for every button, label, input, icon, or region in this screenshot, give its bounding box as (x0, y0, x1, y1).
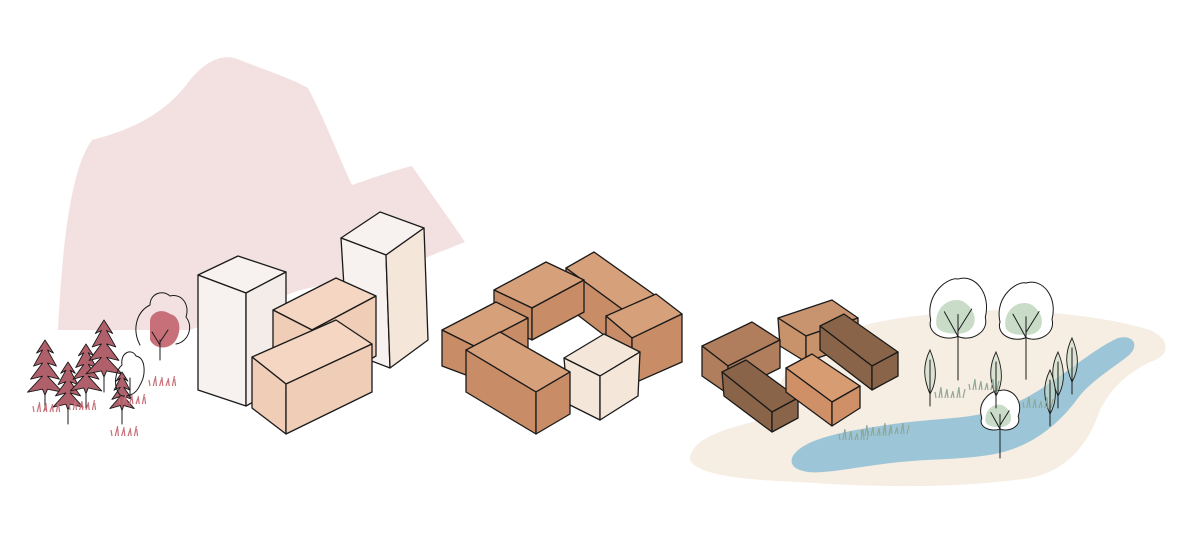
green-grass (838, 378, 1054, 441)
grass-tuft (148, 375, 177, 387)
pine-tree (85, 319, 123, 393)
tb-f-side (535, 371, 571, 435)
grass-tuft (118, 393, 147, 405)
bb-m-side (831, 385, 861, 427)
sapling (1066, 336, 1078, 395)
small-tree-outline (115, 351, 145, 399)
sapling (924, 348, 936, 407)
scene-mountain-forest-towers (27, 57, 465, 437)
bb-dl-side (871, 351, 899, 391)
pine-tree (109, 371, 135, 425)
scene-riverside-park (690, 277, 1166, 487)
round-tree (135, 292, 191, 361)
brown-block-dark-long (819, 313, 899, 391)
grass-tuft (68, 399, 97, 411)
peach-block-front (251, 319, 373, 435)
cream-side (599, 351, 641, 421)
pine-tree (27, 339, 63, 411)
terracotta-block-front (465, 331, 571, 435)
grass-tuft (1022, 396, 1054, 409)
river (791, 337, 1135, 473)
deciduous-tree (929, 277, 987, 381)
grass-tuft (32, 401, 61, 413)
pine-grove (27, 319, 135, 425)
grass-tuft (968, 378, 1000, 391)
deciduous-tree (980, 389, 1021, 459)
sapling (1052, 350, 1064, 409)
white-tower-left-front (197, 274, 247, 407)
peach-block-front-side (285, 343, 373, 435)
bb-df-side (771, 397, 799, 433)
grass-tuft (110, 425, 139, 437)
grass-tuft (878, 422, 910, 435)
deciduous-trees (924, 277, 1078, 459)
grass-tuft (934, 386, 966, 399)
white-tower-right-side (385, 227, 429, 369)
brown-block-mid (785, 353, 861, 427)
scene-courtyard-block (441, 251, 683, 435)
cream-block (563, 333, 641, 421)
deciduous-tree (998, 281, 1054, 380)
tb-bl-side (531, 279, 585, 341)
pink-grass (32, 375, 177, 437)
courtyard (525, 312, 608, 362)
round-tree-canopy (150, 311, 180, 348)
